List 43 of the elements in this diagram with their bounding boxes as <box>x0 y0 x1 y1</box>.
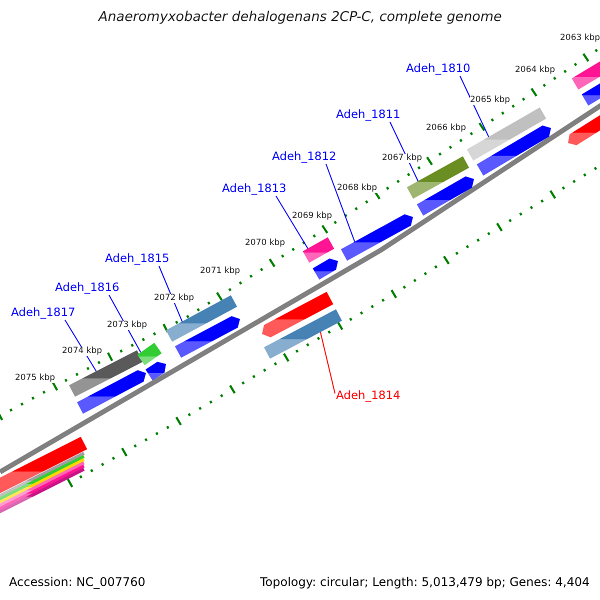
gene-bar <box>262 292 334 338</box>
gene-bar <box>302 237 334 263</box>
gene-label: Adeh_1812 <box>272 150 336 162</box>
gene-label: Adeh_1815 <box>105 252 170 264</box>
gene-label: Adeh_1814 <box>336 388 400 402</box>
gene-bar <box>568 114 600 146</box>
scale-label: 2064 kbp <box>515 66 556 75</box>
leader-line <box>320 332 336 394</box>
scale-label: 2073 kbp <box>107 320 148 330</box>
gene-label: Adeh_1813 <box>222 182 286 194</box>
scale-label: 2075 kbp <box>15 374 56 383</box>
gene-bar <box>77 370 146 414</box>
leader-line <box>276 196 308 250</box>
gene-label: Adeh_1816 <box>55 280 120 294</box>
gene-label: Adeh_1817 <box>11 306 76 318</box>
leader-line <box>64 320 97 372</box>
footer-text: Accession: NC_007760 <box>9 576 146 589</box>
leader-line <box>460 76 490 138</box>
gene-label: Adeh_1810 <box>406 62 470 74</box>
gene-bar <box>416 176 474 216</box>
gene-bar <box>174 316 240 358</box>
title: Anaeromyxobacter dehalogenans 2CP-C, complete genome <box>98 10 502 25</box>
scale-label: 2063 kbp <box>560 34 600 43</box>
scale-label: 2068 kbp <box>337 184 378 193</box>
scale-label: 2067 kbp <box>382 154 422 163</box>
scale-label: 2069 kbp <box>292 212 332 221</box>
gene-bar <box>340 214 413 261</box>
leader-line <box>108 294 142 353</box>
gene-bar <box>466 107 546 161</box>
gene-bar <box>137 342 162 366</box>
gene-bar <box>146 362 166 380</box>
gene-bar <box>312 258 338 280</box>
scale-label: 2070 kbp <box>245 238 286 248</box>
scale-label: 2074 kbp <box>62 346 102 356</box>
scale-label: 2072 kbp <box>154 294 194 303</box>
leader-line <box>326 164 356 242</box>
gene-bar <box>476 126 551 176</box>
scale-label: 2066 kbp <box>426 124 466 133</box>
scale-label: 2071 kbp <box>200 266 240 276</box>
footer-text: Topology: circular; Length: 5,013,479 bp; Genes: 4,404 <box>260 576 590 589</box>
scale-label: 2065 kbp <box>470 96 510 105</box>
gene-bar <box>264 309 342 359</box>
gene-label: Adeh_1811 <box>336 108 400 120</box>
